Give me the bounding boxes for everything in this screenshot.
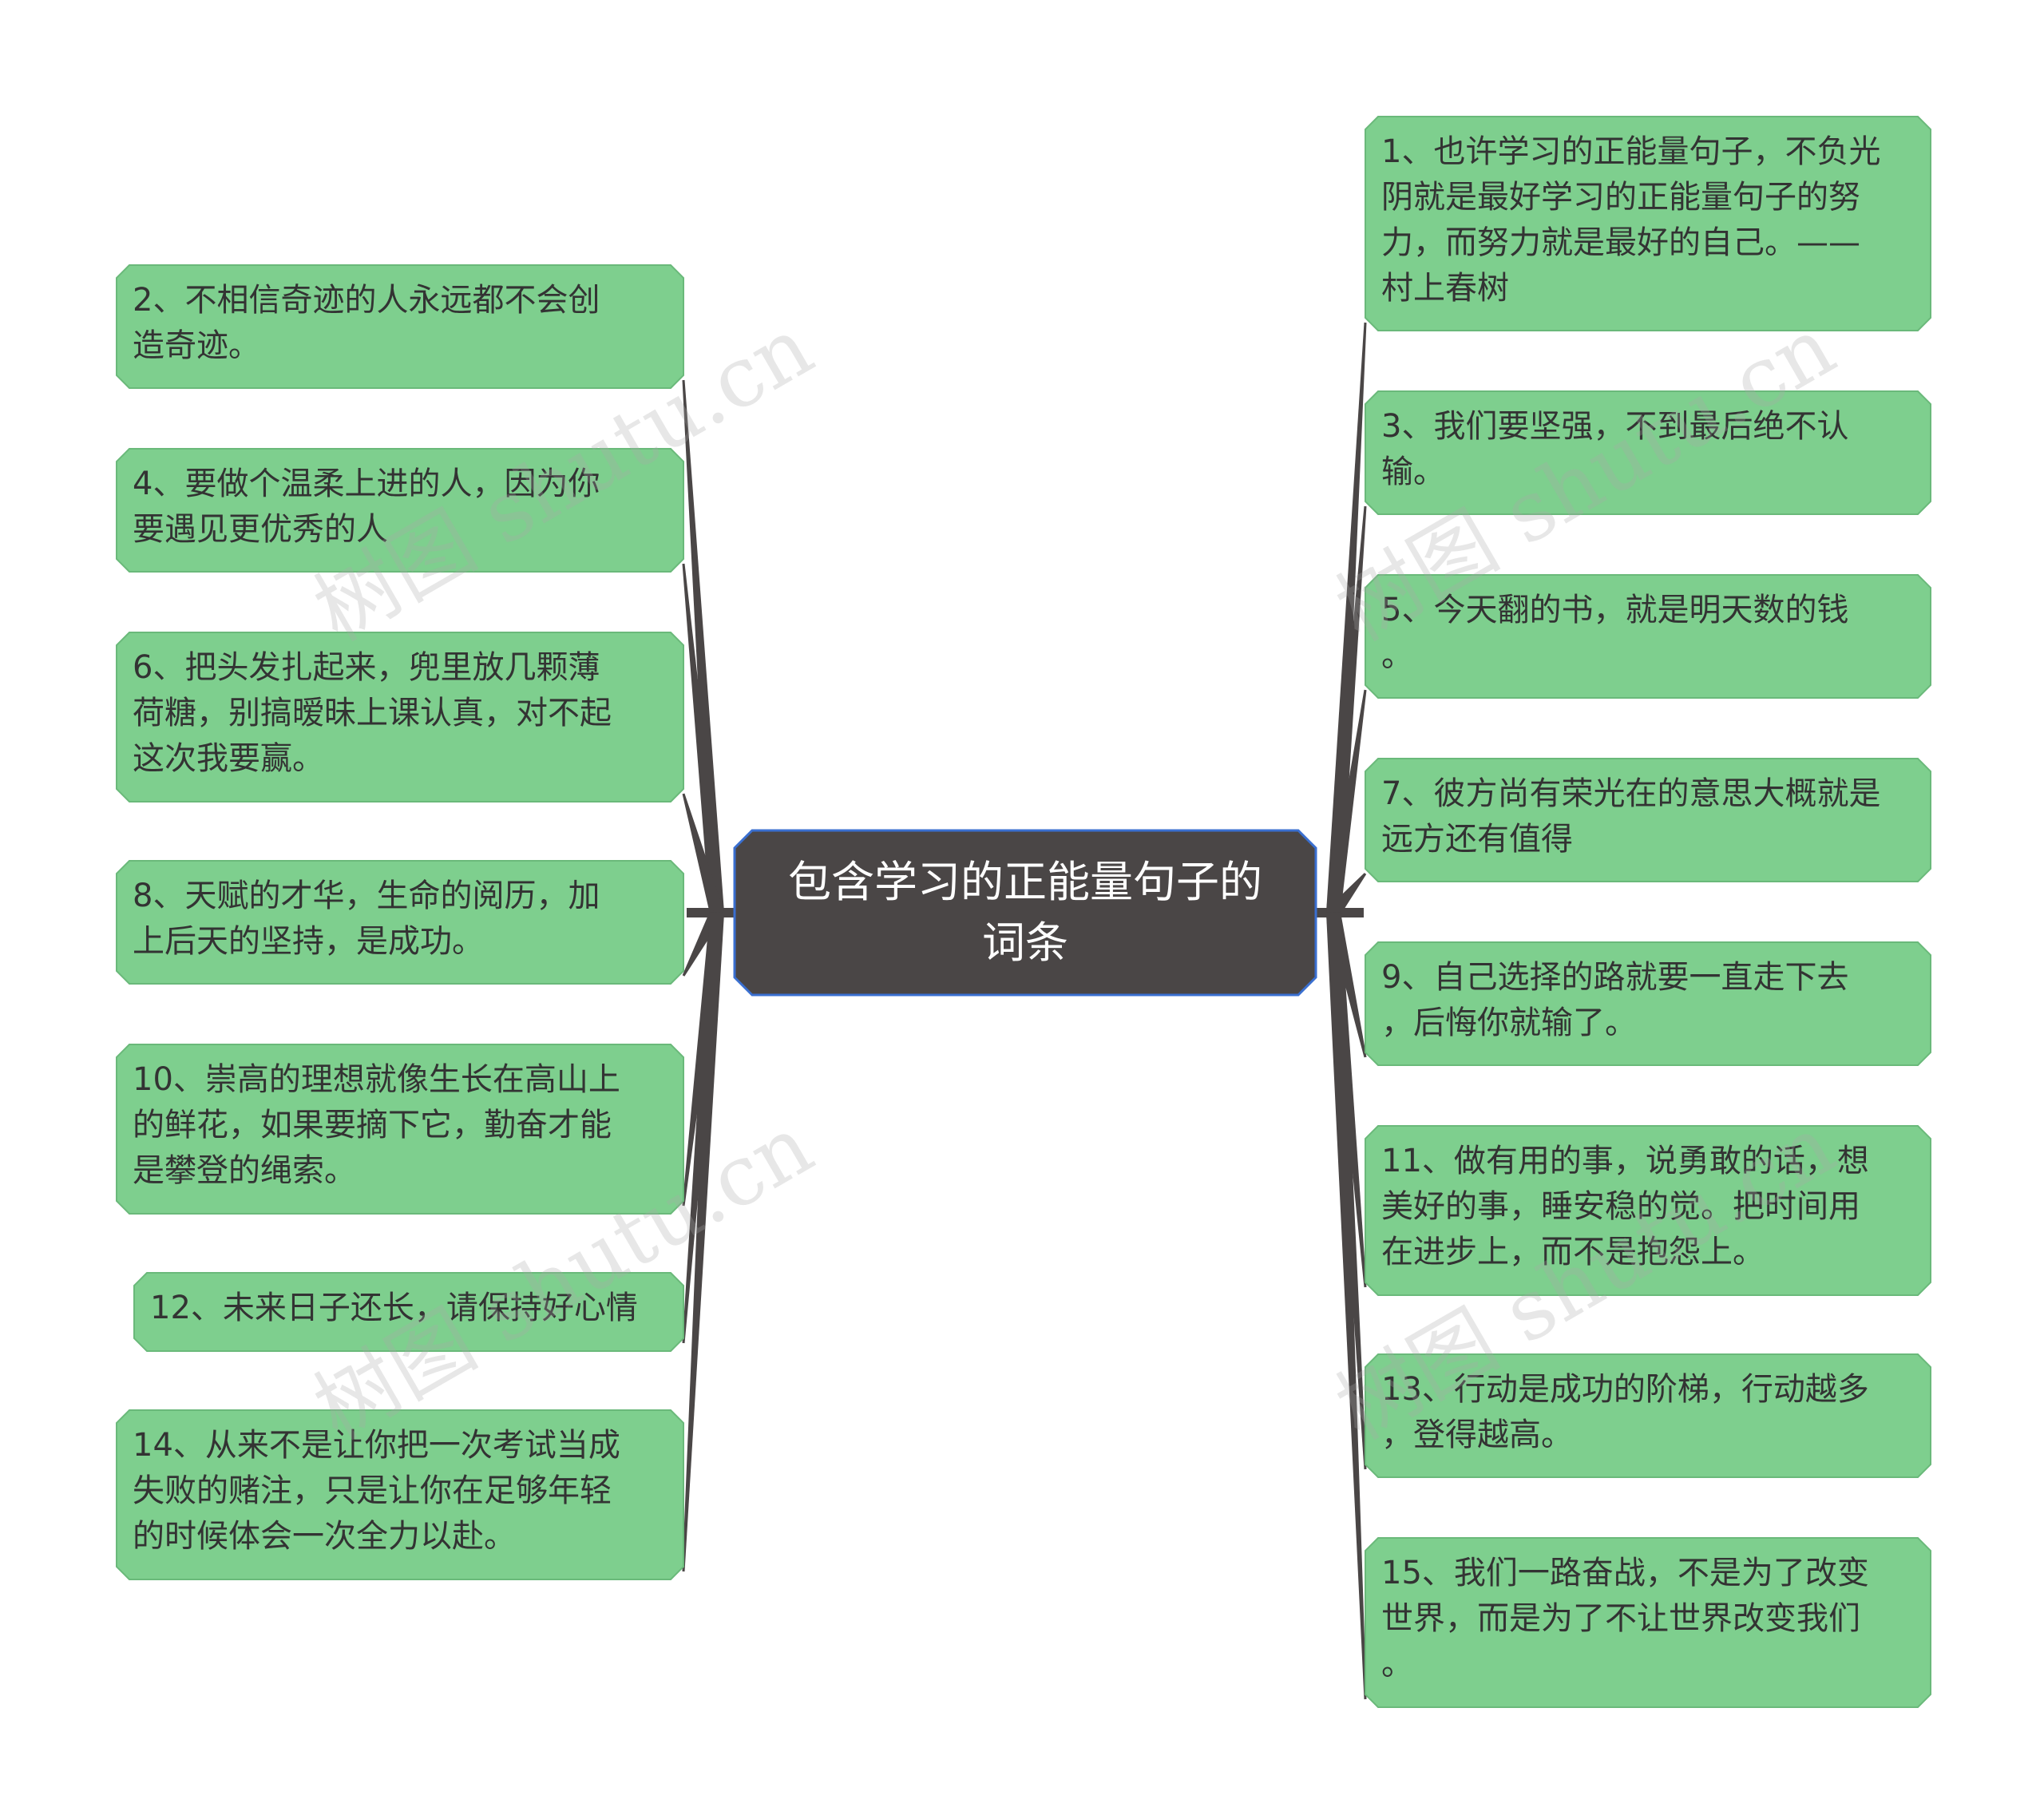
left-node-3[interactable]: 6、把头发扎起来，兜里放几颗薄 荷糖，别搞暧昧上课认真，对不起 这次我要赢。 [133, 649, 612, 777]
right-node-2[interactable]: 3、我们要坚强，不到最后绝不认 输。 [1381, 408, 1849, 490]
connector-left-1 [682, 379, 724, 913]
right-node-7[interactable]: 13、行动是成功的阶梯，行动越多 ，登得越高。 [1381, 1371, 1869, 1453]
left-node-5[interactable]: 10、崇高的理想就像生长在高山上 的鲜花，如果要摘下它，勤奋才能 是攀登的绳索。 [133, 1061, 620, 1189]
right-node-box-7 [1365, 1353, 1931, 1478]
left-node-box-2 [116, 448, 684, 573]
right-node-5[interactable]: 9、自己选择的路就要一直走下去 ，后悔你就输了。 [1381, 959, 1849, 1041]
right-node-box-1 [1365, 116, 1931, 331]
left-node-6[interactable]: 12、未来日子还长，请保持好心情 [150, 1290, 638, 1326]
left-node-box-1 [116, 264, 684, 389]
connector-right-8 [1326, 912, 1367, 1700]
connector-right-2 [1326, 505, 1367, 913]
right-node-box-3 [1365, 574, 1931, 699]
connector-right-4 [1328, 873, 1367, 917]
right-node-8[interactable]: 15、我们一路奋战，不是为了改变 世界，而是为了不让世界改变我们 。 [1381, 1555, 1869, 1682]
left-node-box-4 [116, 860, 684, 985]
right-node-1[interactable]: 1、也许学习的正能量句子，不负光 阴就是最好学习的正能量句子的努 力，而努力就是… [1381, 133, 1881, 307]
central-topic-label[interactable]: 包含学习的正能量句子的 词条 [788, 857, 1262, 968]
right-node-3[interactable]: 5、今天翻的书，就是明天数的钱 。 [1381, 592, 1849, 674]
connector-right-3 [1326, 689, 1367, 914]
connector-left-7 [682, 912, 724, 1572]
left-node-box-3 [116, 632, 684, 802]
left-node-7[interactable]: 14、从来不是让你把一次考试当成 失败的赌注，只是让你在足够年轻 的时候体会一次… [133, 1427, 620, 1555]
connector-left-2 [682, 563, 724, 913]
right-node-box-2 [1365, 390, 1931, 515]
central-topic-box [733, 829, 1317, 997]
left-node-1[interactable]: 2、不相信奇迹的人永远都不会创 造奇迹。 [133, 282, 600, 364]
left-node-box-7 [116, 1409, 684, 1580]
right-node-box-6 [1365, 1125, 1931, 1296]
right-node-4[interactable]: 7、彼方尚有荣光在的意思大概就是 远方还有值得 [1381, 775, 1881, 858]
left-node-box-6 [133, 1272, 684, 1352]
connector-left-3 [682, 793, 724, 915]
left-node-2[interactable]: 4、要做个温柔上进的人，因为你 要遇见更优秀的人 [133, 466, 600, 548]
left-node-box-5 [116, 1044, 684, 1215]
right-node-box-4 [1365, 758, 1931, 882]
connector-right-1 [1326, 322, 1367, 913]
right-node-box-5 [1365, 941, 1931, 1066]
right-node-6[interactable]: 11、做有用的事，说勇敢的话，想 美好的事，睡安稳的觉。把时间用 在进步上，而不… [1381, 1143, 1869, 1270]
right-node-box-8 [1365, 1537, 1931, 1708]
left-node-4[interactable]: 8、天赋的才华，生命的阅历，加 上后天的坚持，是成功。 [133, 878, 600, 960]
